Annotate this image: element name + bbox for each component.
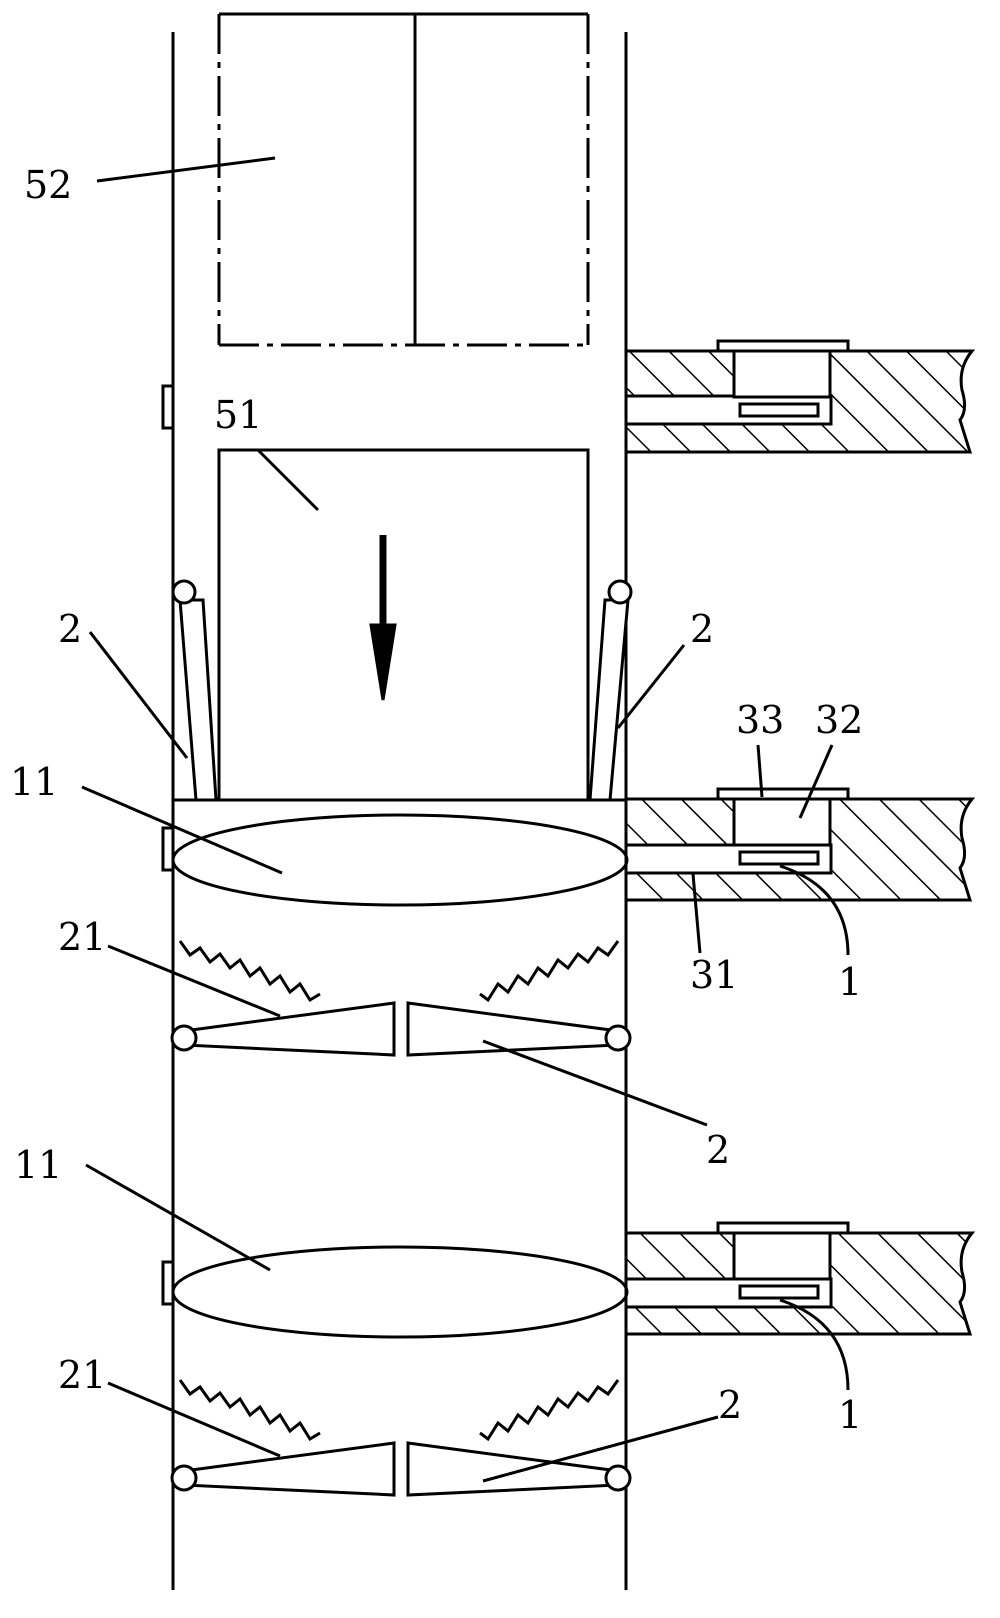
- label-21-bottom: 21: [58, 1353, 106, 1397]
- landing-floor-1: [624, 339, 976, 454]
- spring-21-upper-left: [178, 940, 321, 1003]
- support-arm-left-upper: [171, 579, 218, 802]
- label-33: 33: [736, 698, 784, 742]
- lower-car-51: [217, 448, 590, 802]
- wall-tab-1: [161, 384, 175, 430]
- airbag-11-upper: [171, 813, 629, 907]
- label-31: 31: [690, 953, 738, 997]
- leader-lines: [81, 156, 850, 1483]
- wall-tab-3: [161, 1260, 175, 1306]
- wall-tab-2: [161, 826, 175, 872]
- folded-arm-lower-left: [170, 1441, 396, 1497]
- folded-arm-lower-right: [406, 1441, 632, 1497]
- landing-floor-3: [624, 1221, 976, 1336]
- label-32: 32: [815, 698, 863, 742]
- label-51: 51: [214, 393, 262, 437]
- label-21-top: 21: [58, 915, 106, 959]
- landing-floor-2: [624, 787, 976, 902]
- airbag-11-lower: [171, 1245, 629, 1339]
- spring-21-upper-right: [479, 940, 620, 1003]
- down-arrow-icon: [369, 535, 397, 701]
- spring-21-lower-left: [178, 1379, 321, 1442]
- label-2-mid: 2: [706, 1128, 730, 1172]
- folded-arm-upper-left: [170, 1001, 396, 1057]
- label-1-top: 1: [838, 960, 862, 1004]
- label-2-bottom: 2: [718, 1383, 742, 1427]
- label-11-top: 11: [10, 760, 58, 804]
- label-52: 52: [24, 163, 72, 207]
- label-2-left-top: 2: [58, 607, 82, 651]
- spring-21-lower-right: [479, 1379, 620, 1442]
- label-1-bottom: 1: [838, 1393, 862, 1437]
- label-2-right-top: 2: [690, 607, 714, 651]
- upper-car-52: [217, 12, 590, 347]
- label-11-bottom: 11: [14, 1143, 62, 1187]
- folded-arm-upper-right: [406, 1001, 632, 1057]
